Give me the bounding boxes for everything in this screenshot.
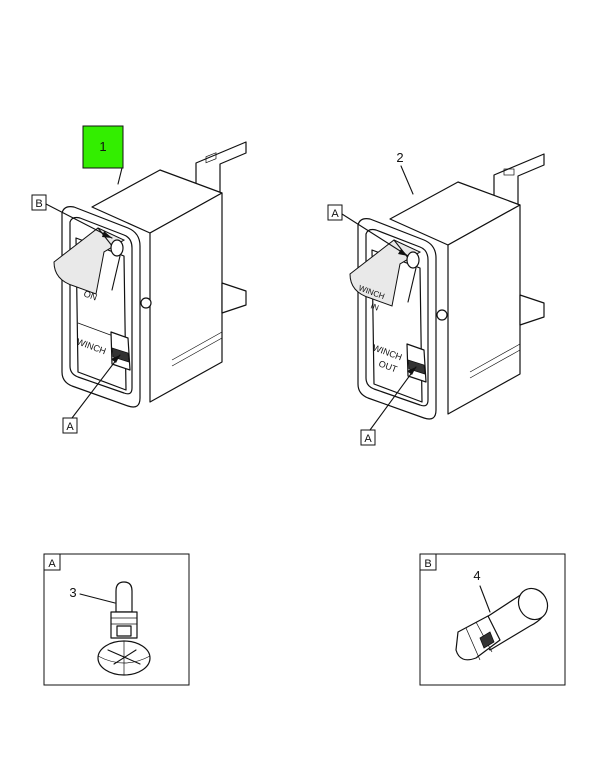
callout-2-number: 2 <box>396 150 403 165</box>
lens-cap-part-4 <box>455 587 549 661</box>
switch-label-on: ON <box>82 288 98 302</box>
detail-a-letter: A <box>48 558 56 570</box>
callout-2[interactable]: 2 <box>396 150 414 195</box>
callout-3-number[interactable]: 3 <box>69 585 76 600</box>
letter-a-callout-right-top[interactable]: A <box>327 204 409 257</box>
letter-b-callout[interactable]: B <box>31 194 113 239</box>
detail-a-panel: A 3 <box>43 553 190 686</box>
letter-a-text-right-top: A <box>331 208 339 220</box>
lamp-bulb-part-3 <box>97 581 151 676</box>
letter-a-text-left: A <box>66 421 74 433</box>
letter-a-text-right-bottom: A <box>364 433 372 445</box>
rocker-switch-winch-in-out: WINCH IN WINCH OUT <box>349 153 545 420</box>
callout-1[interactable]: 1 <box>82 125 124 185</box>
switch-label-winch-in-2: IN <box>369 301 380 312</box>
letter-b-text: B <box>35 198 42 210</box>
letter-a-callout-left[interactable]: A <box>62 354 121 434</box>
callout-1-number: 1 <box>99 139 106 154</box>
rocker-switch-winch-on: ON WINCH <box>53 141 247 408</box>
detail-b-panel: B 4 <box>419 553 566 686</box>
letter-a-callout-right-bottom[interactable]: A <box>360 366 417 446</box>
callout-4-number[interactable]: 4 <box>473 568 480 583</box>
detail-b-letter: B <box>424 558 431 570</box>
